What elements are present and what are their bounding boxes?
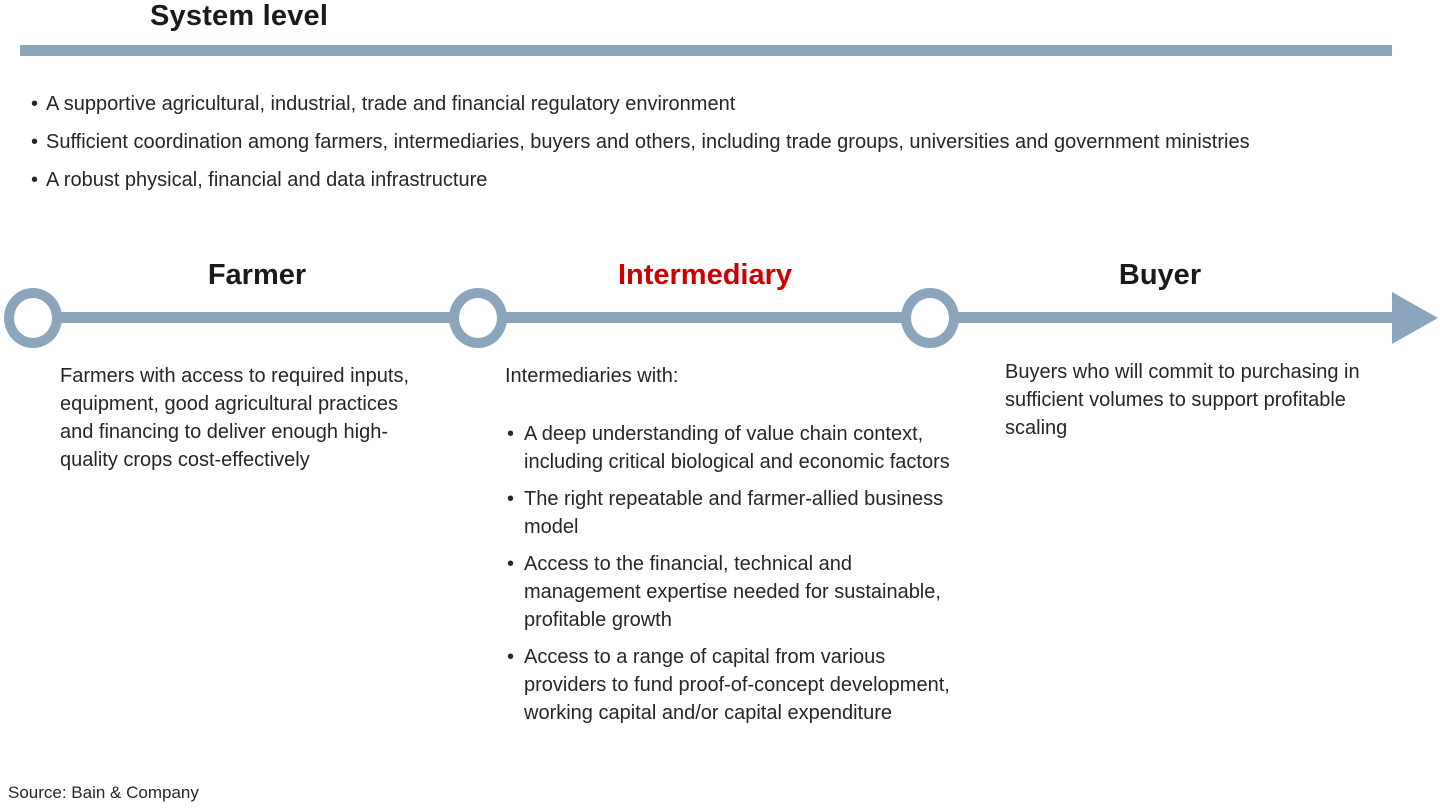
- arrow-right-icon: [1392, 292, 1438, 344]
- page-title: System level: [150, 0, 329, 32]
- system-level-bullet: A robust physical, financial and data in…: [30, 166, 1320, 194]
- timeline-line: [33, 312, 1395, 323]
- title-underline-bar: [20, 45, 1392, 56]
- stage-label-intermediary: Intermediary: [617, 259, 793, 291]
- timeline-node-buyer: [901, 288, 959, 348]
- timeline-node-farmer: [4, 288, 62, 348]
- intermediary-description: Intermediaries with: A deep understandin…: [505, 362, 953, 736]
- intermediary-bullet: Access to the financial, technical and m…: [505, 550, 953, 634]
- farmer-description: Farmers with access to required inputs, …: [60, 365, 410, 471]
- intermediary-bullet: Access to a range of capital from variou…: [505, 643, 953, 727]
- source-note: Source: Bain & Company: [8, 783, 199, 802]
- intermediary-bullet: A deep understanding of value chain cont…: [505, 420, 953, 476]
- intermediary-bullet-list: A deep understanding of value chain cont…: [505, 420, 953, 727]
- system-level-bullet: Sufficient coordination among farmers, i…: [30, 128, 1320, 156]
- intermediary-intro: Intermediaries with:: [505, 365, 679, 387]
- timeline-node-intermediary: [449, 288, 507, 348]
- system-level-bullet: A supportive agricultural, industrial, t…: [30, 90, 1320, 118]
- stage-label-buyer: Buyer: [1118, 259, 1202, 291]
- intermediary-bullet: The right repeatable and farmer-allied b…: [505, 485, 953, 541]
- stage-label-farmer: Farmer: [207, 259, 307, 291]
- system-level-bullet-list: A supportive agricultural, industrial, t…: [30, 90, 1320, 204]
- buyer-description: Buyers who will commit to purchasing in …: [1005, 361, 1360, 439]
